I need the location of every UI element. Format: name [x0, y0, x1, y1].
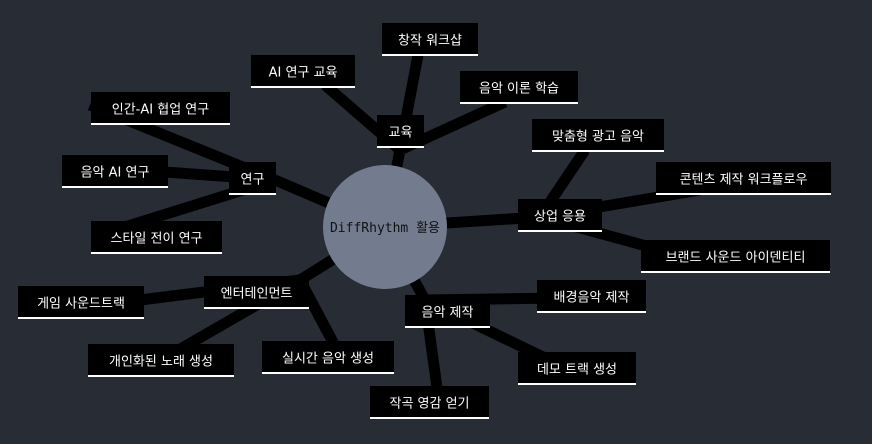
branch-production-label: 음악 제작 [422, 306, 474, 321]
branch-production-box [405, 295, 490, 328]
leaf-content-workflow-label: 콘텐츠 제작 워크플로우 [680, 173, 808, 188]
center-circle [323, 165, 447, 289]
leaf-custom-ad-music-node: 맞춤형 광고 음악 [532, 119, 664, 152]
branch-education-node: 교육 [377, 115, 424, 148]
leaf-content-workflow-box [656, 162, 831, 195]
leaf-music-theory-node: 음악 이론 학습 [460, 71, 578, 104]
branch-research-box [229, 162, 276, 195]
leaf-personalized-song-box [88, 344, 234, 377]
leaf-content-workflow-node: 콘텐츠 제작 워크플로우 [656, 162, 831, 195]
leaf-composition-inspiration-label: 작곡 영감 얻기 [389, 397, 469, 412]
leaf-demo-track-label: 데모 트랙 생성 [537, 363, 617, 378]
leaf-human-ai-collab-node: 인간-AI 협업 연구 [91, 92, 230, 125]
leaf-music-ai-research-node: 음악 AI 연구 [62, 155, 168, 188]
leaf-bgm-production-box [537, 280, 646, 313]
leaf-game-soundtrack-box [18, 286, 144, 319]
leaf-style-transfer-label: 스타일 전이 연구 [111, 232, 203, 247]
leaf-style-transfer-node: 스타일 전이 연구 [91, 221, 222, 254]
leaf-style-transfer-box [91, 221, 222, 254]
leaf-brand-sound-label: 브랜드 사운드 아이덴티티 [666, 251, 806, 266]
branch-education-label: 교육 [389, 126, 413, 141]
leaf-realtime-music-node: 실시간 음악 생성 [262, 341, 394, 374]
leaf-composition-inspiration-box [370, 386, 489, 419]
leaf-music-ai-research-label: 음악 AI 연구 [81, 166, 150, 181]
center-label: DiffRhythm 활용 [330, 221, 440, 236]
center-node: DiffRhythm 활용 [323, 165, 447, 289]
leaf-personalized-song-node: 개인화된 노래 생성 [88, 344, 234, 377]
branch-entertainment-box [204, 276, 309, 309]
leaf-personalized-song-label: 개인화된 노래 생성 [109, 355, 213, 370]
leaf-composition-inspiration-node: 작곡 영감 얻기 [370, 386, 489, 419]
leaf-creative-workshop-node: 창작 워크샵 [382, 23, 478, 56]
branch-research-node: 연구 [229, 162, 276, 195]
branch-education-box [377, 115, 424, 148]
leaf-bgm-production-label: 배경음악 제작 [554, 291, 630, 306]
branch-production-node: 음악 제작 [405, 295, 490, 328]
branch-entertainment-label: 엔터테인먼트 [221, 287, 293, 302]
leaf-music-theory-box [460, 71, 578, 104]
leaf-ai-research-education-box [251, 55, 355, 88]
leaf-creative-workshop-box [382, 23, 478, 56]
leaf-bgm-production-node: 배경음악 제작 [537, 280, 646, 313]
leaf-custom-ad-music-label: 맞춤형 광고 음악 [552, 130, 644, 145]
leaf-brand-sound-node: 브랜드 사운드 아이덴티티 [641, 240, 830, 273]
leaf-brand-sound-box [641, 240, 830, 273]
leaf-human-ai-collab-label: 인간-AI 협업 연구 [112, 103, 209, 118]
leaf-demo-track-box [518, 352, 636, 385]
leaf-human-ai-collab-box [91, 92, 230, 125]
leaf-creative-workshop-label: 창작 워크샵 [398, 34, 462, 49]
branch-entertainment-node: 엔터테인먼트 [204, 276, 309, 309]
branch-commercial-node: 상업 응용 [518, 199, 602, 232]
branch-research-label: 연구 [241, 173, 265, 188]
leaf-game-soundtrack-label: 게임 사운드트랙 [37, 297, 125, 312]
leaf-realtime-music-box [262, 341, 394, 374]
leaf-ai-research-education-label: AI 연구 교육 [269, 66, 338, 81]
leaf-music-ai-research-box [62, 155, 168, 188]
leaf-custom-ad-music-box [532, 119, 664, 152]
leaf-game-soundtrack-node: 게임 사운드트랙 [18, 286, 144, 319]
leaf-demo-track-node: 데모 트랙 생성 [518, 352, 636, 385]
leaf-realtime-music-label: 실시간 음악 생성 [282, 352, 374, 367]
leaf-music-theory-label: 음악 이론 학습 [479, 82, 559, 97]
branch-commercial-label: 상업 응용 [534, 210, 586, 225]
leaf-ai-research-education-node: AI 연구 교육 [251, 55, 355, 88]
branch-commercial-box [518, 199, 602, 232]
